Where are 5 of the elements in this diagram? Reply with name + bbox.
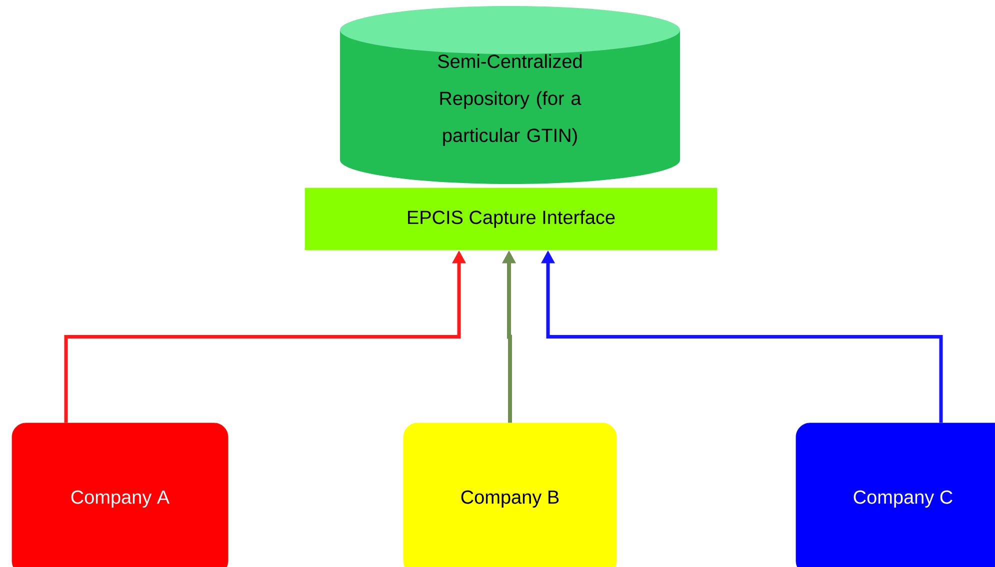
database-cylinder: Semi-Centralized Repository (for a particular GTIN) <box>340 6 680 184</box>
interface-box: EPCIS Capture Interface <box>304 188 718 250</box>
company-box: Company B <box>403 422 617 567</box>
company-box: Company C <box>796 422 995 567</box>
company-box: Company A <box>12 422 228 567</box>
